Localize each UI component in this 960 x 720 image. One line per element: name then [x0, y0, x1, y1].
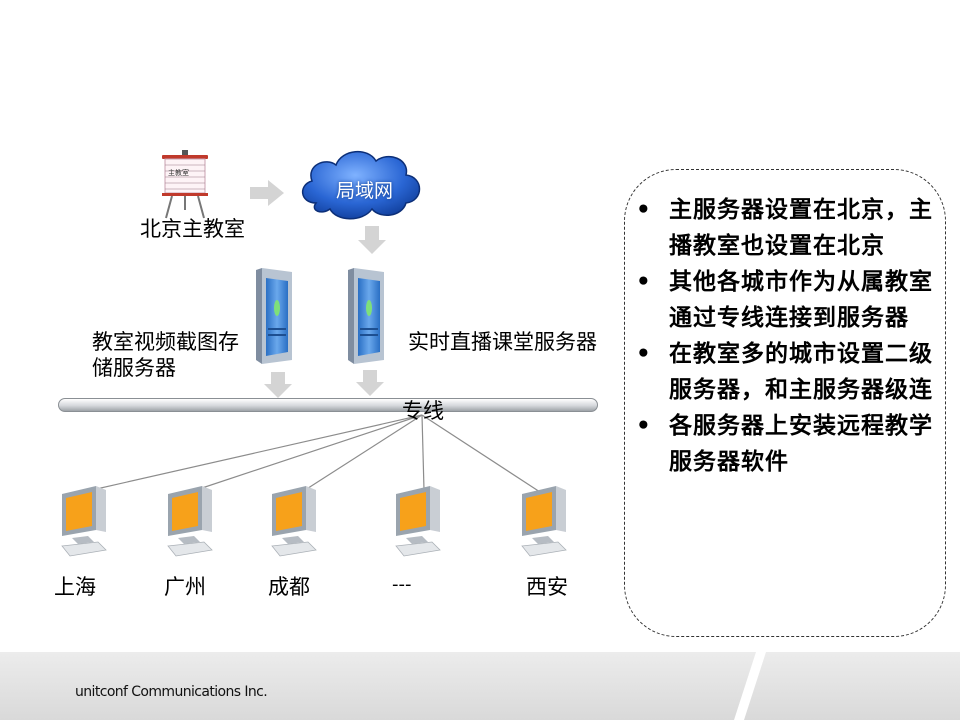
cloud-icon: [302, 151, 421, 220]
list-item: 其他各城市作为从属教室通过专线连接到服务器: [636, 264, 936, 336]
city-label: 西安: [526, 575, 568, 599]
board-label: 主教室: [168, 169, 189, 177]
dedicated-line-bus: [58, 398, 598, 412]
city-label: 成都: [268, 575, 310, 599]
notes-list: 主服务器设置在北京，主播教室也设置在北京 其他各城市作为从属教室通过专线连接到服…: [636, 192, 936, 480]
main-classroom-label: 北京主教室: [140, 217, 245, 241]
computer-icon: [61, 486, 107, 557]
footer-band: [0, 652, 960, 720]
notes-panel: [624, 169, 946, 637]
computer-icon: [167, 486, 213, 557]
city-label: ---: [392, 574, 412, 595]
city-label: 上海: [54, 575, 96, 599]
classroom-board-icon: [162, 150, 208, 219]
live-server-label: 实时直播课堂服务器: [408, 330, 597, 354]
arrow-down-icon: [264, 372, 292, 398]
list-item: 主服务器设置在北京，主播教室也设置在北京: [636, 192, 936, 264]
city-label: 广州: [164, 575, 206, 599]
live-server-icon: [348, 268, 384, 364]
company-name: unitconf Communications Inc.: [75, 684, 268, 700]
snapshot-server-icon: [256, 268, 292, 364]
footer-stripe-decoration: [734, 652, 766, 720]
computer-icon: [521, 486, 567, 557]
computer-icon: [395, 486, 441, 557]
list-item: 在教室多的城市设置二级服务器，和主服务器级连: [636, 336, 936, 408]
arrow-right-icon: [250, 180, 284, 206]
arrow-down-icon: [358, 226, 386, 254]
computer-icon: [271, 486, 317, 557]
cloud-label: 局域网: [336, 180, 394, 202]
snapshot-server-label: 教室视频截图存储服务器: [92, 330, 239, 381]
list-item: 各服务器上安装远程教学服务器软件: [636, 408, 936, 480]
arrow-down-icon: [356, 370, 384, 396]
dedicated-line-label: 专线: [402, 399, 444, 423]
